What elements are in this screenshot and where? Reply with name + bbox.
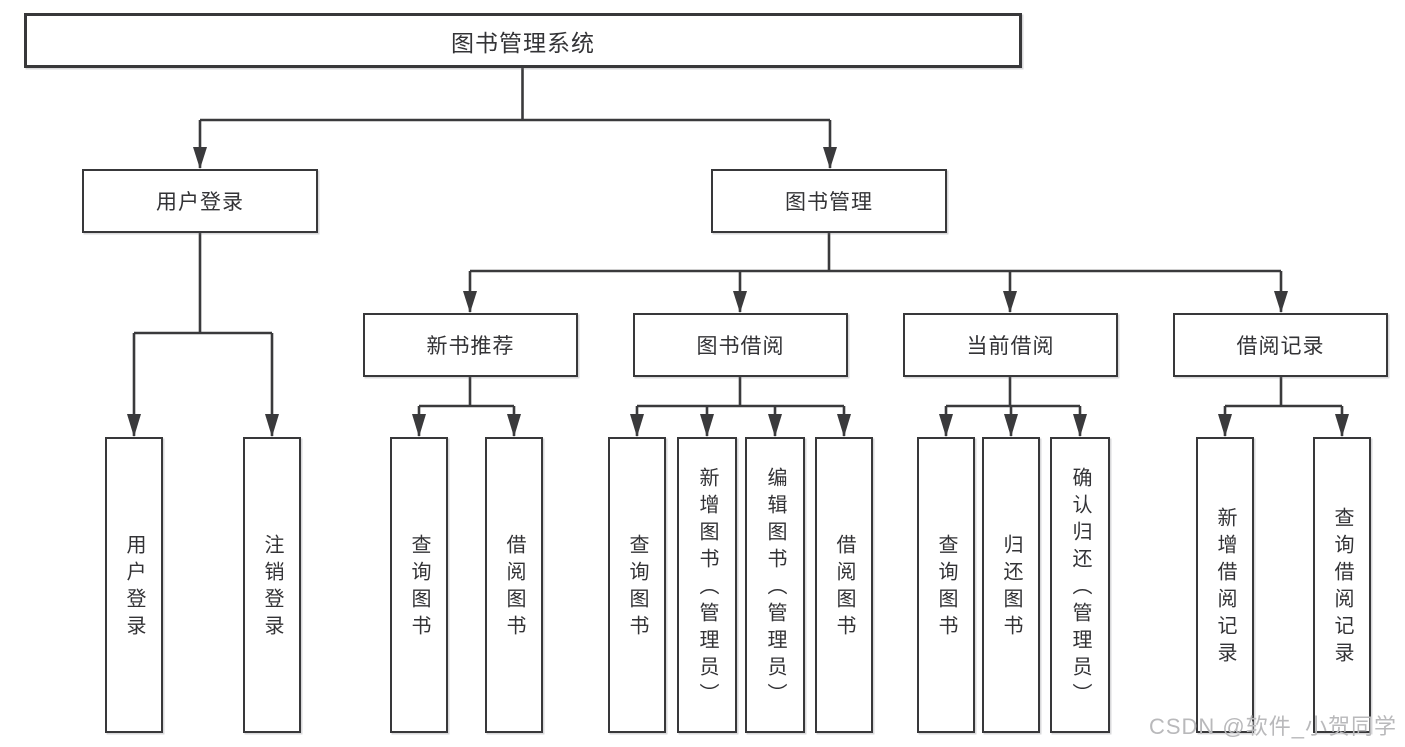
leaf-rec-borrow-books: 借阅图书 (485, 437, 543, 733)
node-new-book-recommend: 新书推荐 (363, 313, 578, 377)
node-user-login-branch: 用户登录 (82, 169, 318, 233)
node-book-management: 图书管理 (711, 169, 947, 233)
leaf-bb-borrow-books: 借阅图书 (815, 437, 873, 733)
connector-borrow-records (1218, 377, 1349, 437)
node-borrow-records: 借阅记录 (1173, 313, 1388, 377)
node-current-borrow: 当前借阅 (903, 313, 1118, 377)
leaf-cb-confirm-return-admin: 确认归还（管理员） (1050, 437, 1110, 733)
leaf-user-login: 用户登录 (105, 437, 163, 733)
node-library-system: 图书管理系统 (24, 13, 1022, 68)
node-book-borrow: 图书借阅 (633, 313, 848, 377)
leaf-br-add-record: 新增借阅记录 (1196, 437, 1254, 733)
connector-user-login (127, 233, 279, 437)
leaf-cb-query-books: 查询图书 (917, 437, 975, 733)
leaf-rec-query-books: 查询图书 (390, 437, 448, 733)
leaf-bb-edit-books-admin: 编辑图书（管理员） (745, 437, 805, 733)
leaf-bb-query-books: 查询图书 (608, 437, 666, 733)
leaf-cb-return-books: 归还图书 (982, 437, 1040, 733)
connector-new-book-recommend (412, 377, 521, 437)
connector-root (193, 68, 837, 169)
leaf-logout: 注销登录 (243, 437, 301, 733)
leaf-br-query-record: 查询借阅记录 (1313, 437, 1371, 733)
connector-book-borrow (630, 377, 851, 437)
connector-book-management (463, 233, 1288, 313)
connector-current-borrow (939, 377, 1087, 437)
leaf-bb-add-books-admin: 新增图书（管理员） (677, 437, 737, 733)
